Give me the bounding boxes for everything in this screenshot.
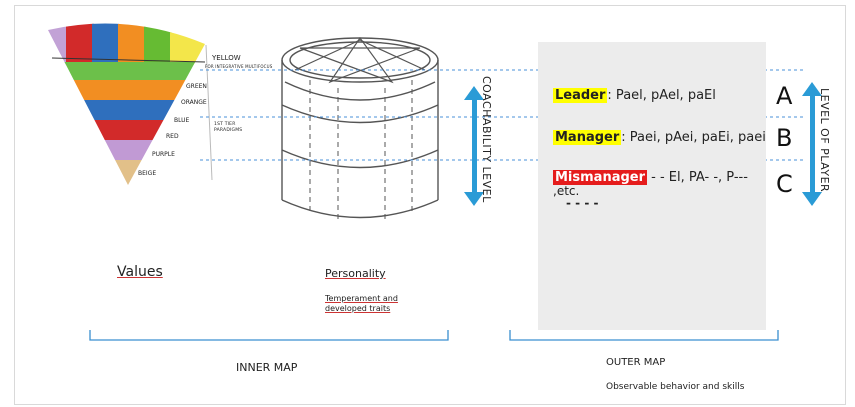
mismanager-line2: ,etc. (553, 184, 580, 198)
mismanager-tag: Mismanager (553, 170, 648, 185)
mismanager-line3: - - - - (566, 196, 599, 210)
leader-tag: Leader (553, 88, 608, 103)
cylinder-drawing (281, 36, 439, 222)
inner-map-label: INNER MAP (236, 361, 298, 374)
values-title: Values (117, 264, 163, 280)
mismanager-text: - - El, PA- -, P--- (647, 170, 748, 185)
personality-subtitle: Temperament and developed traits (325, 294, 398, 313)
label-yellow: YELLOW (212, 54, 241, 62)
manager-text: : Paei, pAei, paEi, paei (621, 130, 766, 145)
level-of-player-arrow (802, 82, 822, 206)
coachability-arrow (464, 86, 484, 206)
inner-map-bracket (89, 330, 449, 341)
outer-map-label: OUTER MAP (606, 357, 666, 368)
label-green: GREEN (186, 83, 207, 90)
label-orange: ORANGE (181, 99, 207, 106)
label-red: RED (166, 133, 179, 140)
letter-c: C (776, 170, 793, 198)
letter-b: B (776, 124, 793, 152)
outer-map-subtitle: Observable behavior and skills (606, 382, 745, 392)
row-leader: Leader: Pael, pAel, paEl (553, 88, 716, 103)
leader-text: : Pael, pAel, paEl (607, 88, 716, 103)
label-first-tier: 1ST TIER PARADIGMS (214, 122, 243, 133)
label-purple: PURPLE (152, 151, 175, 158)
level-of-player-label: LEVEL OF PLAYER (818, 88, 831, 193)
coachability-level-label: COACHABILITY LEVEL (480, 76, 493, 203)
row-mismanager: Mismanager - - El, PA- -, P--- (553, 170, 748, 185)
letter-a: A (776, 82, 793, 110)
outer-map-bracket (509, 330, 779, 341)
row-manager: Manager: Paei, pAei, paEi, paei (553, 130, 766, 145)
manager-tag: Manager (553, 130, 622, 145)
label-blue: BLUE (174, 117, 190, 124)
personality-title: Personality (325, 267, 386, 280)
label-beige: BEIGE (138, 170, 157, 177)
label-yellow-sub: FOR INTEGRATIVE MULTIFOCUS (205, 64, 273, 69)
